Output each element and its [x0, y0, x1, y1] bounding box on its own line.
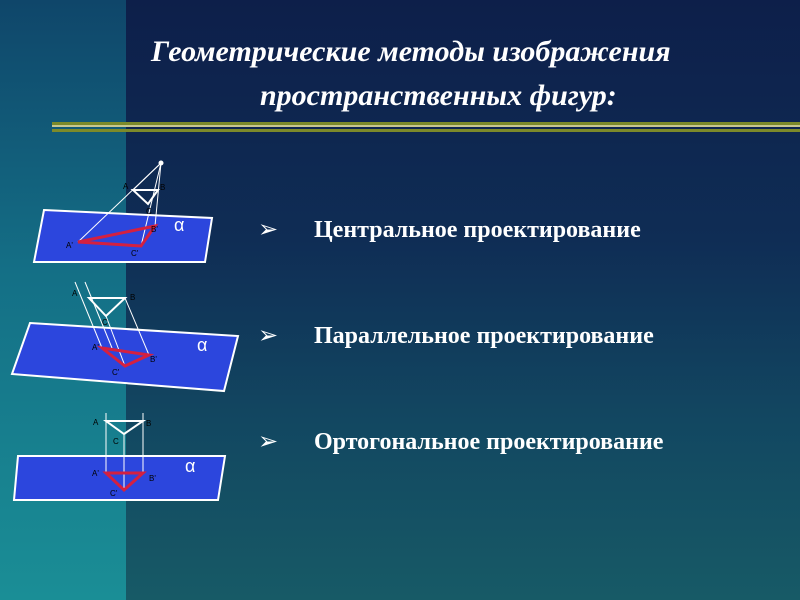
plane-alpha — [32, 208, 214, 263]
title-divider — [52, 120, 800, 134]
label-c-proj: C' — [131, 249, 139, 258]
label-c-proj: C' — [110, 489, 118, 498]
slide-title: Геометрические методы изображения простр… — [126, 30, 800, 118]
triangle-projection — [96, 345, 155, 368]
label-a-proj: A' — [66, 241, 73, 250]
arrowhead-bullet-icon: ➢ — [258, 215, 279, 243]
label-alpha: α — [185, 456, 195, 476]
triangle-projection — [102, 471, 147, 493]
label-alpha: α — [197, 335, 207, 355]
label-a: A — [123, 182, 129, 191]
label-a: A — [72, 289, 78, 298]
triangle-abc — [102, 420, 147, 436]
triangle-projection — [77, 223, 159, 248]
triangle-abc — [130, 189, 160, 206]
plane-alpha — [10, 321, 240, 393]
label-c-proj: C' — [112, 368, 120, 377]
slide-title-line-1: Геометрические методы изображения — [151, 35, 671, 68]
label-b-proj: B' — [151, 225, 158, 234]
label-b: B — [146, 419, 151, 428]
list-item-parallel: ➢ Параллельное проектирование — [258, 321, 654, 350]
central-projection-diagram: A B C A' B' C' α — [32, 160, 214, 263]
label-b-proj: B' — [150, 355, 157, 364]
label-b: B — [130, 293, 135, 302]
center-point — [158, 160, 164, 166]
label-b-proj: B' — [149, 474, 156, 483]
arrowhead-bullet-icon: ➢ — [258, 321, 279, 349]
slide-title-line-2: пространственных фигур: — [260, 79, 617, 112]
list-item-central: ➢ Центральное проектирование — [258, 215, 641, 244]
list-item-orthogonal: ➢ Ортогональное проектирование — [258, 427, 663, 456]
label-c: C — [146, 207, 152, 216]
list-item-label: Параллельное проектирование — [314, 323, 654, 349]
label-c: C — [113, 437, 119, 446]
label-a-proj: A' — [92, 343, 99, 352]
projection-diagrams: A B C A' B' C' α A B C A' B' C' α A B C … — [10, 160, 240, 501]
label-a: A — [93, 418, 99, 427]
list-item-label: Центральное проектирование — [314, 217, 641, 243]
parallel-projection-diagram: A B C A' B' C' α — [10, 281, 240, 393]
orthogonal-projection-diagram: A B C A' B' C' α — [12, 413, 227, 501]
label-alpha: α — [174, 215, 184, 235]
label-a-proj: A' — [92, 469, 99, 478]
main-background — [126, 0, 800, 600]
label-b: B — [160, 183, 165, 192]
arrowhead-bullet-icon: ➢ — [258, 427, 279, 455]
label-c: C — [102, 318, 108, 327]
triangle-abc — [86, 297, 128, 318]
plane-alpha — [12, 455, 227, 501]
list-item-label: Ортогональное проектирование — [314, 429, 664, 455]
